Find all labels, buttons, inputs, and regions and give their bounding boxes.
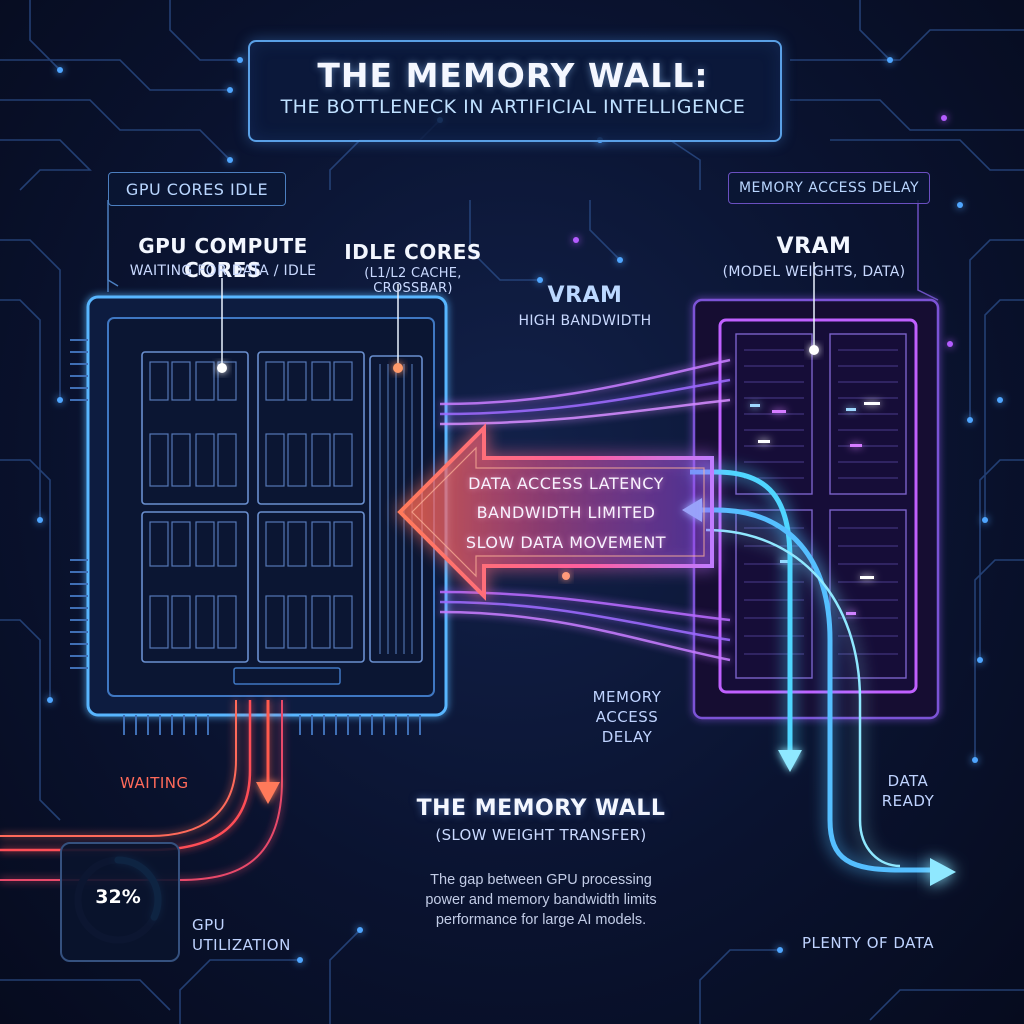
utilization-label-1: GPU (192, 916, 226, 934)
gpu-cores-idle-tag: GPU CORES IDLE (108, 172, 286, 206)
data-ready-line-1: DATA (887, 772, 929, 790)
cyan-right-arrowhead (930, 858, 956, 886)
idle-cores-title: IDLE CORES (344, 240, 482, 264)
vram-subtitle: (MODEL WEIGHTS, DATA) (722, 264, 906, 280)
cyan-data-stream (690, 469, 940, 873)
gpu-label-leaders (221, 278, 399, 366)
vram-link-subtitle: HIGH BANDWIDTH (518, 313, 652, 329)
gpu-pins-left (70, 339, 88, 669)
gpu-io-strip (233, 667, 341, 685)
gpu-die (107, 317, 435, 697)
gpu-core-cells (149, 361, 353, 649)
delay-line-3: DELAY (601, 728, 653, 746)
gpu-core-blocks (141, 351, 365, 663)
data-ready-line-2: READY (881, 792, 935, 810)
utilization-label-2: UTILIZATION (192, 936, 291, 954)
gpu-compute-title: GPU COMPUTE CORES (138, 234, 308, 282)
page-title: THE MEMORY WALL: (317, 56, 709, 95)
arrow-text-latency: DATA ACCESS LATENCY (468, 474, 664, 493)
waiting-arrowhead (256, 782, 280, 804)
vram-pointer-dot (809, 345, 819, 355)
vram-link-title: VRAM (547, 283, 623, 308)
memory-access-delay-tag: MEMORY ACCESS DELAY (728, 172, 930, 204)
memory-wall-title: THE MEMORY WALL (416, 796, 666, 821)
idle-cores-subtitle: (L1/L2 CACHE, CROSSBAR) (364, 266, 462, 296)
utilization-gauge-panel (60, 842, 180, 962)
memory-wall-desc-1: The gap between GPU processing (430, 872, 652, 888)
memory-wall-desc-3: performance for large AI models. (435, 912, 647, 928)
cyan-down-arrowhead (778, 750, 802, 772)
circuit-nodes (37, 57, 1003, 963)
vram-title: VRAM (776, 234, 852, 259)
waiting-label: WAITING (120, 774, 189, 792)
delay-line-1: MEMORY (592, 688, 662, 706)
vram-cell-grid (744, 349, 898, 655)
arrow-text-bandwidth: BANDWIDTH LIMITED (476, 503, 656, 522)
plenty-of-data-label: PLENTY OF DATA (802, 934, 935, 952)
memory-wall-desc-2: power and memory bandwidth limits (425, 892, 657, 908)
page-subtitle: THE BOTTLENECK IN ARTIFICIAL INTELLIGENC… (280, 96, 746, 118)
idle-pointer-dot (393, 363, 403, 373)
utilization-value: 32% (95, 886, 141, 908)
arrow-text-slow-movement: SLOW DATA MOVEMENT (465, 533, 667, 552)
delay-line-2: ACCESS (595, 708, 659, 726)
compute-pointer-dot (217, 363, 227, 373)
title-panel (248, 40, 782, 142)
gpu-compute-subtitle: WAITING FOR DATA / IDLE (129, 263, 317, 279)
gpu-pins-bottom (123, 715, 421, 735)
memory-wall-subtitle: (SLOW WEIGHT TRANSFER) (435, 826, 647, 844)
latency-arrow (397, 423, 714, 601)
vram-activity-lights (750, 402, 880, 615)
